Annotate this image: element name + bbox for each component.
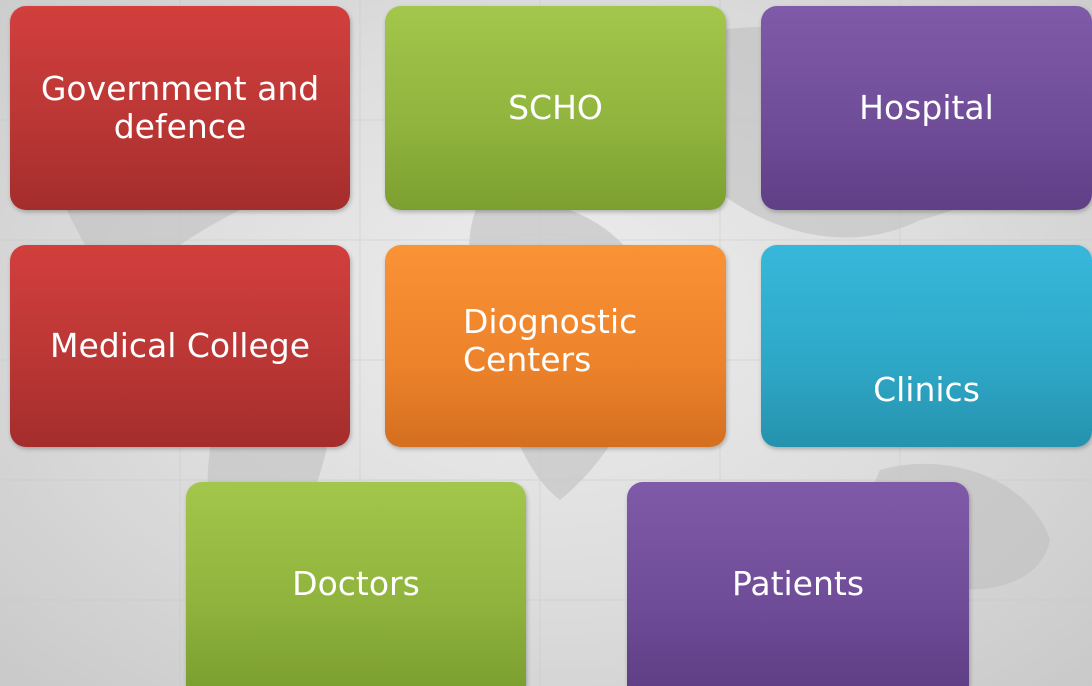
tile-label: Patients [731,564,865,603]
tile-label: Medical College [49,326,311,365]
tile-scho[interactable]: SCHO [385,6,726,210]
tile-label: SCHO [508,88,603,127]
tile-label: Hospital [859,88,994,127]
tile-government-and-defence[interactable]: Government and defence [10,6,350,210]
tile-diagnostic-centers[interactable]: Diognostic Centers [385,245,726,447]
tile-hospital[interactable]: Hospital [761,6,1092,210]
tile-medical-college[interactable]: Medical College [10,245,350,447]
tile-label: Clinics [873,370,980,409]
tile-clinics[interactable]: Clinics [761,245,1092,447]
tile-label: Government and defence [40,69,320,146]
tile-doctors[interactable]: Doctors [186,482,526,686]
tile-label: Diognostic Centers [463,302,638,379]
tile-patients[interactable]: Patients [627,482,969,686]
tile-label: Doctors [292,564,420,603]
